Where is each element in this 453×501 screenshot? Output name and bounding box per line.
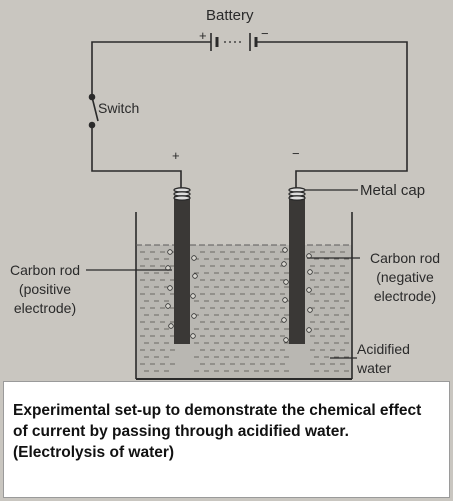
svg-text:electrode): electrode)	[14, 300, 76, 316]
gas-bubble	[283, 279, 289, 285]
pointer-lines	[86, 189, 360, 359]
carbon-rod-negative-label: Carbon rod (negative electrode)	[370, 250, 440, 304]
circuit-wire	[91, 41, 408, 190]
gas-bubble	[168, 323, 174, 329]
battery-minus-sign: −	[261, 26, 269, 41]
gas-bubble	[190, 293, 196, 299]
battery-icon	[210, 33, 258, 51]
gas-bubble	[191, 313, 197, 319]
svg-text:Carbon rod: Carbon rod	[10, 262, 80, 278]
gas-bubble	[307, 269, 313, 275]
gas-bubble	[191, 255, 197, 261]
svg-text:Carbon rod: Carbon rod	[370, 250, 440, 266]
gas-bubble	[282, 297, 288, 303]
svg-text:Acidified: Acidified	[357, 341, 410, 357]
gas-bubble	[283, 337, 289, 343]
carbon-rod-positive-label: Carbon rod (positive electrode)	[10, 262, 80, 316]
negative-electrode	[288, 187, 306, 344]
positive-terminal-sign: +	[172, 148, 180, 163]
gas-bubble	[281, 261, 287, 267]
metal-cap-label: Metal cap	[360, 182, 425, 199]
battery-plus-sign: +	[199, 28, 207, 43]
gas-bubble	[167, 285, 173, 291]
beaker	[135, 212, 353, 380]
gas-bubble	[306, 287, 312, 293]
gas-bubble	[165, 303, 171, 309]
acidified-water-label: Acidified water	[356, 341, 410, 376]
svg-text:(negative: (negative	[376, 269, 434, 285]
negative-terminal-sign: −	[292, 146, 300, 161]
caption-box: Experimental set-up to demonstrate the c…	[3, 381, 450, 498]
acidified-water	[140, 251, 349, 372]
caption-text: Experimental set-up to demonstrate the c…	[13, 402, 422, 461]
gas-bubble	[281, 317, 287, 323]
switch-icon	[88, 93, 99, 129]
gas-bubble	[306, 327, 312, 333]
switch-label: Switch	[98, 100, 139, 116]
gas-bubble	[282, 247, 288, 253]
gas-bubble	[192, 273, 198, 279]
battery-label: Battery	[206, 7, 254, 24]
gas-bubble	[307, 307, 313, 313]
svg-text:water: water	[356, 360, 392, 376]
svg-text:electrode): electrode)	[374, 288, 436, 304]
gas-bubble	[167, 249, 173, 255]
gas-bubble	[190, 333, 196, 339]
svg-text:(positive: (positive	[19, 281, 71, 297]
positive-electrode	[173, 187, 191, 344]
gas-bubbles	[165, 247, 313, 343]
